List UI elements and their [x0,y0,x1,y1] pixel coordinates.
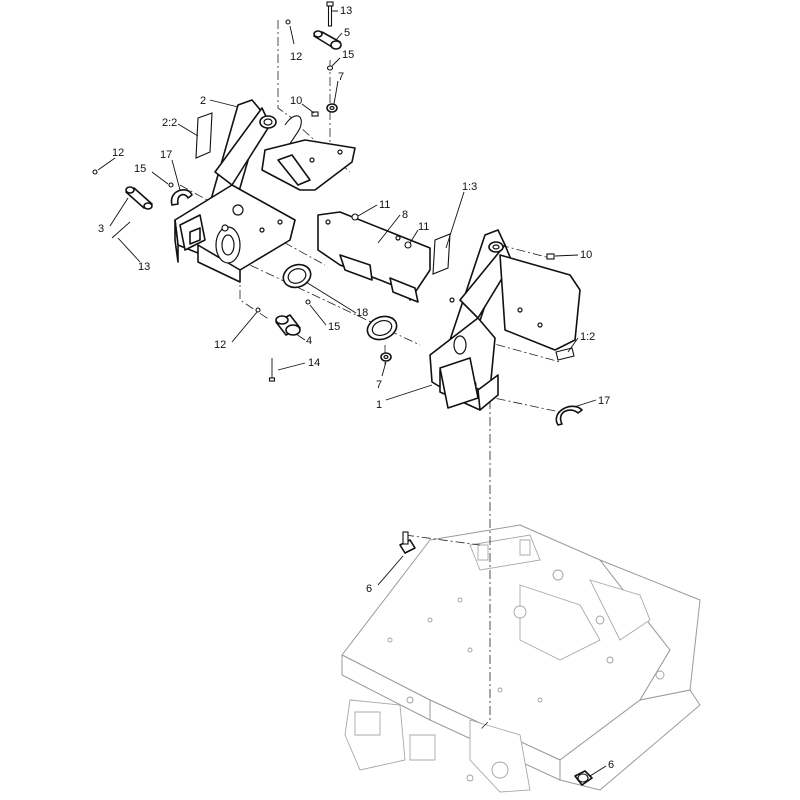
pin-10-top [311,111,319,117]
clip-17-right [555,405,583,426]
callout-1-3: 1:3 [462,181,477,193]
pin-3 [125,186,153,210]
callout-labels: 13 5 12 15 7 2 10 2:2 12 17 15 3 13 11 8… [98,5,614,771]
callout-8: 8 [402,209,408,221]
leader-lines [97,10,607,777]
callout-13-top: 13 [340,5,352,17]
callout-6-top: 6 [366,583,372,595]
bracket-plate-left [261,139,356,191]
callout-15-mid: 15 [328,321,340,333]
callout-10-right: 10 [580,249,592,261]
ring-18-right [366,315,398,341]
callout-6-bottom: 6 [608,759,614,771]
pin-10-right [546,253,555,260]
washer-15-top [326,65,334,71]
callout-10-top: 10 [290,95,302,107]
callout-3: 3 [98,223,104,235]
nut-12-left [92,169,98,175]
cross-bracket-8 [317,211,431,303]
bolt-14 [268,358,276,382]
bolt-6-bottom [574,770,593,786]
callout-11-a: 11 [379,199,390,211]
nut-12-mid [255,307,261,313]
pin-5 [313,30,342,50]
pivot-arm-left [174,99,296,283]
callout-2: 2 [200,95,206,107]
ring-18-left [282,263,312,289]
washer-11-a [351,213,359,221]
callout-11-b: 11 [418,221,429,233]
pivot-arm-right [429,229,581,411]
nut-7-mid [380,352,392,362]
callout-14: 14 [308,357,320,369]
callout-12-mid: 12 [214,339,226,351]
chassis-frame [341,524,701,793]
washer-15-left [168,182,174,188]
decal-1-3 [432,233,451,275]
washer-11-b [404,241,412,249]
callout-5: 5 [344,27,350,39]
callout-12-left: 12 [112,147,124,159]
callout-15-left: 15 [134,163,146,175]
decal-1-2 [555,347,575,361]
callout-17-left: 17 [160,149,172,161]
callout-13-left: 13 [138,261,150,273]
bolt-13-top [326,1,334,27]
bolt-13-left [111,221,131,239]
callout-2-2: 2:2 [162,117,177,129]
bushing-left-arm [259,115,277,129]
nut-12-top [285,19,291,25]
callout-18: 18 [356,307,368,319]
nut-7-top [326,103,338,113]
callout-17-right: 17 [598,395,610,407]
callout-15-top: 15 [342,49,354,61]
decal-2-2 [195,112,213,159]
callout-7-top: 7 [338,71,344,83]
callout-7-mid: 7 [376,379,382,391]
clip-17-left [170,189,193,206]
callout-1: 1 [376,399,382,411]
bolt-6-top [399,531,416,554]
bushing-4 [275,314,301,336]
callout-4: 4 [306,335,312,347]
washer-15-mid [305,299,311,305]
callout-1-2: 1:2 [580,331,595,343]
callout-12-top: 12 [290,51,302,63]
bushing-right-arm [488,241,504,253]
